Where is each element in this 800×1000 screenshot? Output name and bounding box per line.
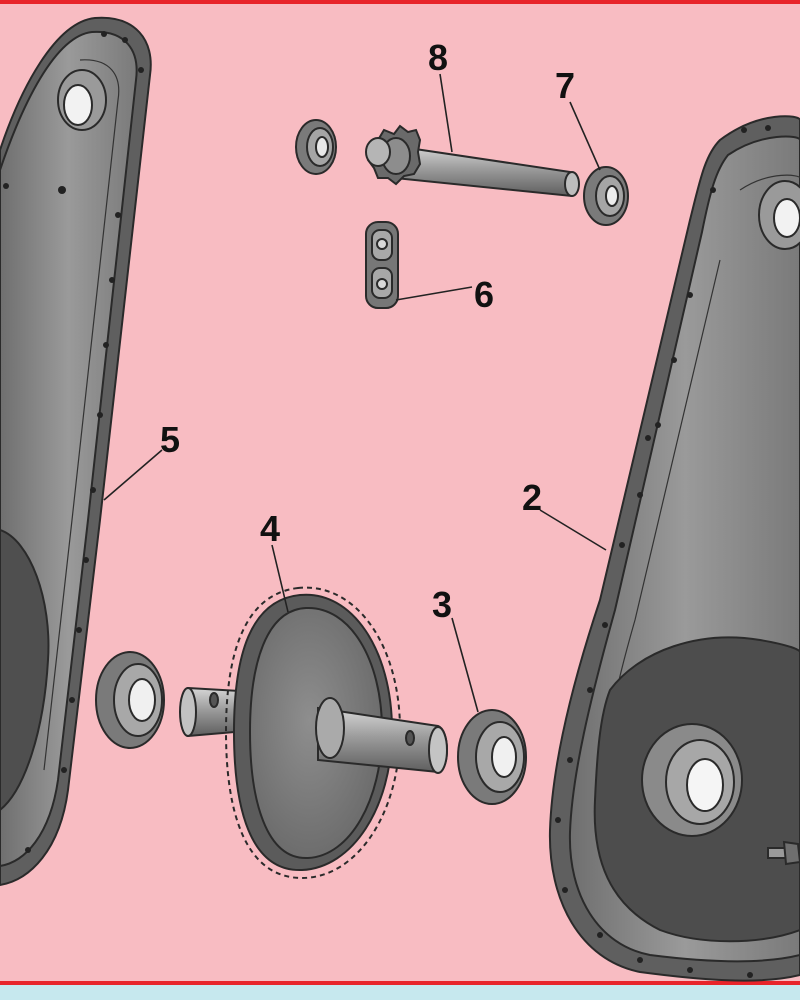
upper-bearing-left	[295, 119, 337, 175]
leader-5	[103, 449, 163, 501]
chain-link-6	[365, 221, 399, 309]
leader-8	[439, 73, 453, 153]
chain-case-right	[548, 115, 800, 982]
leader-3	[451, 617, 479, 713]
main-sprocket-4	[179, 586, 448, 880]
frame-bottom-red-line	[0, 981, 800, 985]
drive-sprocket-small	[365, 124, 422, 186]
lower-bearing-3	[457, 709, 527, 805]
callout-2: 2	[522, 477, 542, 518]
bolt	[767, 840, 800, 866]
callout-5: 5	[160, 419, 180, 460]
callout-3: 3	[432, 584, 452, 625]
upper-shaft-8	[394, 144, 580, 198]
callout-8: 8	[428, 37, 448, 78]
upper-bearing-7	[583, 166, 629, 226]
lower-bearing-left	[95, 651, 165, 749]
callout-4: 4	[260, 508, 280, 549]
callout-6: 6	[474, 274, 494, 315]
callout-7: 7	[555, 65, 575, 106]
leader-6	[395, 286, 473, 301]
leader-2	[539, 509, 607, 551]
leader-7	[569, 101, 601, 171]
leader-4	[271, 544, 289, 613]
frame-top-red-line	[0, 0, 800, 4]
chain-case-left	[0, 16, 152, 887]
